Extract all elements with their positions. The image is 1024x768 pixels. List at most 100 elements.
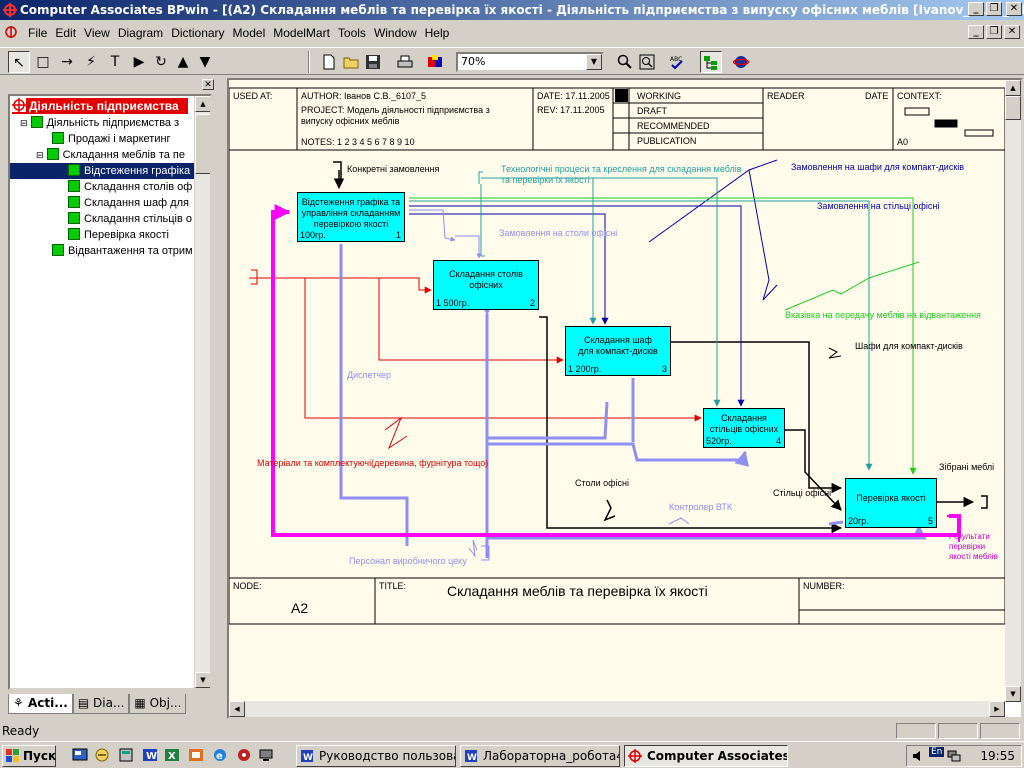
go-parent-button[interactable]: ▲ — [177, 54, 189, 70]
spelling-button[interactable]: ABC — [666, 51, 688, 73]
outlook-icon[interactable] — [94, 747, 110, 763]
arrow-label-assembled[interactable]: Зібрані меблі — [939, 462, 995, 472]
print-button[interactable] — [394, 51, 416, 73]
tree-item-root[interactable]: Діяльність підприємства — [12, 98, 188, 114]
word-icon[interactable]: W — [142, 747, 158, 763]
tab-objects[interactable]: ▦ Obj... — [129, 694, 187, 714]
scroll-left-icon[interactable]: ◀ — [229, 701, 245, 717]
menu-dictionary[interactable]: Dictionary — [171, 26, 225, 40]
collapse-icon[interactable]: ⊟ — [20, 118, 28, 128]
refresh-button[interactable]: ↻ — [155, 54, 167, 70]
arrow-label-order-tables[interactable]: Замовлення на столи офісні — [499, 228, 618, 238]
project-field[interactable]: PROJECT: Модель діяльності підприємства … — [301, 105, 490, 115]
document-icon[interactable] — [4, 25, 18, 39]
excel-icon[interactable]: X — [164, 747, 180, 763]
menu-view[interactable]: View — [84, 26, 110, 40]
scroll-down-icon[interactable]: ▼ — [195, 672, 210, 688]
function-box-2[interactable]: Складання столів офісних 1 500гр. 2 — [433, 260, 544, 315]
doc-minimize-button[interactable]: _ — [968, 25, 984, 39]
zoom-select[interactable]: 70% ▼ — [456, 52, 604, 72]
tree-item-a0[interactable]: ⊟ Діяльність підприємства з — [20, 115, 179, 131]
arrow-tool-button[interactable]: → — [61, 54, 73, 70]
tree-item-a3[interactable]: Відвантаження та отрим — [52, 243, 193, 259]
maximize-button[interactable]: ❐ — [986, 2, 1002, 16]
go-child-button[interactable]: ▼ — [199, 54, 211, 70]
function-box-5[interactable]: Перевірка якості 20гр. 5 — [845, 478, 942, 533]
close-button[interactable]: ✕ — [1006, 2, 1022, 16]
scroll-thumb[interactable] — [1005, 96, 1021, 120]
scroll-up-icon[interactable]: ▲ — [195, 96, 210, 112]
menu-help[interactable]: Help — [424, 26, 450, 40]
color-button[interactable] — [424, 51, 446, 73]
model-explorer-button[interactable] — [700, 51, 722, 73]
scroll-up-icon[interactable]: ▲ — [1005, 80, 1021, 96]
window-titlebar[interactable]: Computer Associates BPwin - [(A2) Склада… — [0, 0, 1024, 20]
arrow-label-order-chairs[interactable]: Замовлення на стільці офісні — [817, 201, 940, 211]
menu-diagram[interactable]: Diagram — [117, 26, 164, 40]
new-file-button[interactable] — [318, 51, 340, 73]
taskbar-item-bpwin[interactable]: Computer Associates ... — [624, 745, 788, 767]
network-icon[interactable] — [258, 747, 274, 763]
arrow-label-personnel[interactable]: Персонал виробничого цеху — [349, 556, 467, 566]
powerpoint-icon[interactable] — [188, 747, 204, 763]
start-button[interactable]: Пуск — [2, 745, 56, 767]
zoom-in-button[interactable] — [614, 51, 636, 73]
menu-model[interactable]: Model — [232, 26, 266, 40]
diagram-canvas[interactable]: USED AT: AUTHOR: Іванов С.В._6107_5 PROJ… — [229, 80, 1005, 702]
tab-activities[interactable]: ⚘ Acti... — [8, 694, 73, 714]
tree-item-a24[interactable]: Складання стільців о — [68, 211, 192, 227]
calculator-icon[interactable] — [118, 747, 134, 763]
tree-item-a21[interactable]: Відстеження графіка — [10, 163, 196, 179]
arrow-label-dispatcher[interactable]: Диспетчер — [347, 370, 392, 380]
arrow-label-concrete-orders[interactable]: Конкретні замовлення — [347, 164, 440, 174]
scroll-right-icon[interactable]: ▶ — [989, 701, 1005, 717]
function-box-4[interactable]: Складання стільців офісних 520гр. 4 — [703, 408, 790, 453]
taskbar-item-word-doc[interactable]: W Руководство пользоват... — [296, 745, 456, 767]
tree-item-a22[interactable]: Складання столів оф — [68, 179, 192, 195]
modelmart-button[interactable] — [730, 51, 752, 73]
doc-close-button[interactable]: ✕ — [1004, 25, 1020, 39]
function-box-1[interactable]: Відстеження графіка та управління склада… — [297, 192, 410, 247]
network-tray-icon[interactable] — [947, 749, 961, 763]
language-indicator[interactable]: En — [929, 747, 945, 757]
menu-tools[interactable]: Tools — [337, 26, 366, 40]
diagram-horizontal-scrollbar[interactable]: ◀ ▶ — [229, 701, 1005, 717]
tree-item-a23[interactable]: Складання шаф для — [68, 195, 189, 211]
menu-file[interactable]: File — [28, 26, 48, 40]
rev-field[interactable]: REV: 17.11.2005 — [537, 105, 605, 115]
scroll-thumb[interactable] — [195, 114, 210, 174]
arrow-label-cd-cabinets[interactable]: Шафи для компакт-дисків — [855, 341, 963, 351]
tree-item-a2[interactable]: ⊟ Складання меблів та пе — [36, 147, 185, 163]
arrow-label-otk[interactable]: Контролер ВТК — [669, 502, 733, 512]
date-field[interactable]: DATE: 17.11.2005 — [537, 91, 610, 101]
chevron-down-icon[interactable]: ▼ — [586, 54, 602, 70]
squiggle-tool-button[interactable]: ⚡ — [86, 54, 96, 70]
arrow-label-order-cd[interactable]: Замовлення на шафи для компакт-дисків — [791, 162, 965, 172]
menu-window[interactable]: Window — [373, 26, 417, 40]
minimize-button[interactable]: _ — [968, 2, 984, 16]
tree-item-a1[interactable]: Продажі і маркетинг — [52, 131, 171, 147]
box-tool-button[interactable]: □ — [36, 54, 50, 70]
menu-edit[interactable]: Edit — [55, 26, 77, 40]
scroll-down-icon[interactable]: ▼ — [1005, 686, 1021, 702]
zoom-fit-button[interactable] — [636, 51, 658, 73]
collapse-icon[interactable]: ⊟ — [36, 150, 44, 160]
panel-grip[interactable]: ✕ — [4, 78, 216, 92]
open-file-button[interactable] — [340, 51, 362, 73]
pointer-tool-button[interactable]: ↖ — [8, 51, 30, 73]
function-box-3[interactable]: Складання шаф для компакт-дисків 1 200гр… — [565, 326, 676, 381]
diagram-vertical-scrollbar[interactable]: ▲ ▼ — [1005, 80, 1021, 702]
speaker-icon[interactable] — [911, 749, 925, 763]
clock[interactable]: 19:55 — [980, 749, 1015, 763]
author-field[interactable]: AUTHOR: Іванов С.В._6107_5 — [301, 91, 426, 101]
notes-field[interactable]: NOTES: 1 2 3 4 5 6 7 8 9 10 — [301, 137, 415, 147]
arrow-label-chairs[interactable]: Стільці офісні — [773, 488, 832, 498]
arrow-label-materials[interactable]: Матеріали та комплектуючі(деревина, фурн… — [257, 458, 489, 468]
show-desktop-icon[interactable] — [72, 747, 88, 763]
arrow-label-tables[interactable]: Столи офісні — [575, 478, 629, 488]
arrow-label-results[interactable]: Результати перевірки якості меблів — [949, 532, 998, 561]
tree-vertical-scrollbar[interactable]: ▲ ▼ — [194, 96, 210, 688]
panel-close-button[interactable]: ✕ — [202, 79, 214, 90]
explorer-icon[interactable]: e — [212, 747, 228, 763]
tab-diagrams[interactable]: ▤ Dia... — [72, 694, 130, 714]
